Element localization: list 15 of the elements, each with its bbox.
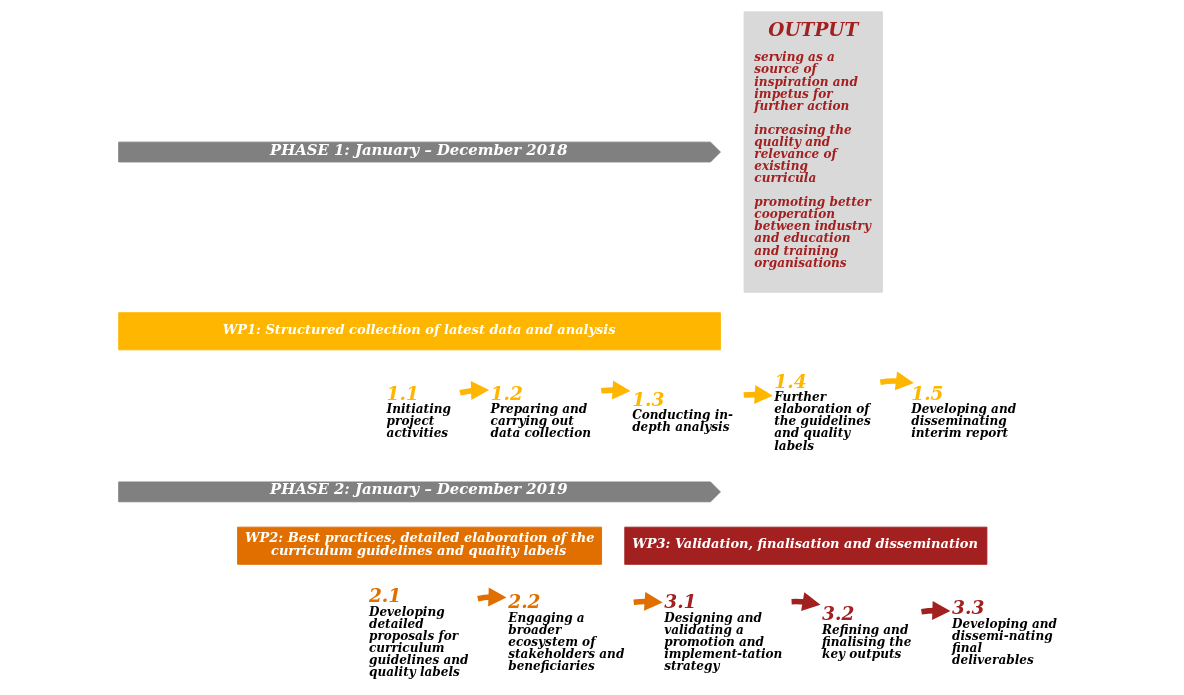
node-box: WP1: Structured collection of latest data and analysis	[117, 312, 721, 351]
node-text: 1.5 Developing and disseminating interim report	[910, 382, 1016, 441]
node-text: 1.3 Conducting in-depth analysis	[631, 389, 733, 435]
node-text: 3.2 Refining and finalising the key outputs	[821, 603, 911, 661]
node-box: WP3: Validation, finalisation and dissemination	[623, 526, 987, 565]
node-box: WP2: Best practices, detailed elaboration of the curriculum guidelines and quality labels	[236, 526, 602, 565]
node-text: 2.1 Developing detailed proposals for curriculum guidelines and quality labels	[368, 585, 468, 680]
node-text: 1.1 Initiating project activities	[386, 382, 451, 441]
node-box: OUTPUT serving as a source of inspiration and impetus for further action increasing the quality and relevance of existing curricula promoting better cooperation between industry and education and training organisations	[743, 11, 883, 293]
arrow	[879, 371, 914, 391]
node-text: 2.2 Engaging a broader ecosystem of stakeholders and beneficiaries	[507, 591, 624, 674]
node-text: 1.2 Preparing and carrying out data collection	[490, 382, 591, 441]
node-text: 1.4 Further elaboration of the guidelines and quality labels	[773, 370, 871, 453]
node-text: 3.3 Developing and dissemi-nating final deliverables	[951, 597, 1057, 668]
node-text: 3.1 Designing and validating a promotion and implement-tation strategy	[663, 591, 782, 674]
